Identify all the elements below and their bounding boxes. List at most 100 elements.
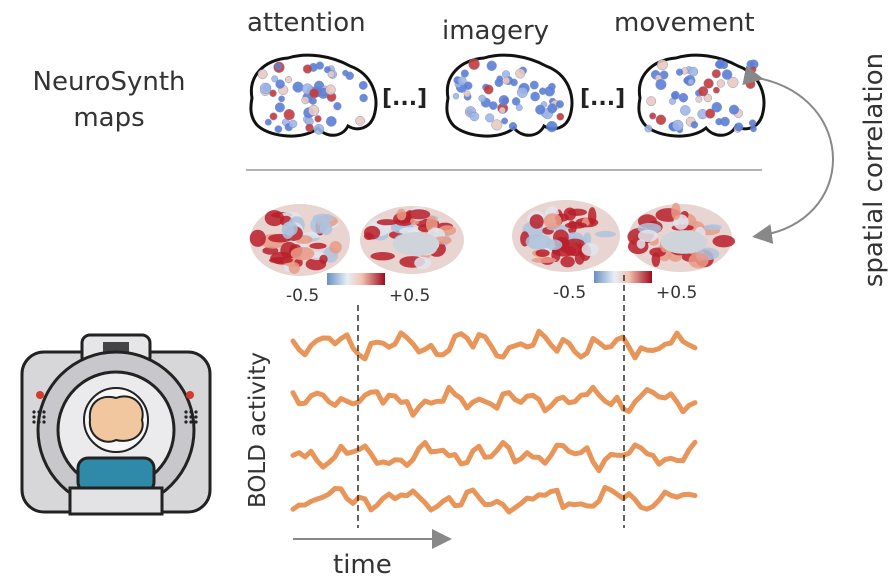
map-dot <box>646 96 657 107</box>
spatial-correlation-arrow <box>742 65 834 244</box>
scanner-grille-dot <box>32 415 36 419</box>
map-dot <box>302 64 313 74</box>
scanner-led-right <box>186 391 194 399</box>
surface-patch <box>545 239 563 250</box>
map-dot <box>671 92 679 100</box>
map-dot <box>463 81 473 90</box>
map-dot <box>510 78 518 87</box>
mri-scanner-illustration <box>20 333 212 516</box>
map-dot <box>469 111 480 122</box>
brain-outline-1 <box>249 53 378 138</box>
scanner-grille-dot <box>42 410 46 414</box>
surface-patch <box>329 241 342 254</box>
surface-patch <box>288 262 300 274</box>
scanner-grille-dot <box>184 410 188 414</box>
surface-patch <box>376 219 398 226</box>
surface-patch <box>370 252 395 261</box>
scanner-grille-dot <box>37 415 41 419</box>
bold-trace-4 <box>290 484 698 515</box>
neurosynth-label-line1: NeuroSynth <box>32 67 186 97</box>
scanner-grille-dot <box>32 410 36 414</box>
map-dot <box>278 95 285 103</box>
map-dot <box>687 78 695 86</box>
map-dot <box>463 90 471 98</box>
map-dot <box>345 71 354 81</box>
map-dot <box>515 104 523 112</box>
map-dot <box>274 125 283 133</box>
map-dot <box>305 123 314 133</box>
map-dot <box>556 112 565 121</box>
scanner-grille-dot <box>37 410 41 414</box>
scanner-grille-dot <box>42 415 46 419</box>
surface-patch <box>560 256 575 268</box>
map-dot <box>678 92 689 103</box>
spatial-correlation-label: spatial correlation <box>859 52 889 288</box>
map-dot <box>498 95 510 106</box>
colorbar-1 <box>327 273 385 285</box>
surface-patch <box>712 235 736 248</box>
map-dot <box>452 92 460 100</box>
scanner-grille-dot <box>194 420 198 424</box>
term-imagery: imagery <box>442 16 550 46</box>
brain-outline-2 <box>445 53 574 138</box>
map-dot <box>516 87 528 98</box>
cortical-surface-maps <box>249 200 736 276</box>
surface-patch <box>364 225 381 240</box>
map-dot <box>478 94 486 103</box>
surface-patch <box>651 252 661 267</box>
map-dot <box>680 105 691 116</box>
map-dot <box>535 104 546 115</box>
map-dot <box>749 66 757 73</box>
surface-patch <box>249 229 266 247</box>
bold-activity-label: BOLD activity <box>245 351 271 509</box>
scanner-bed <box>68 486 164 516</box>
surface-patch <box>414 256 432 269</box>
bold-traces <box>290 328 698 515</box>
map-dot <box>745 79 756 89</box>
surface-patch <box>290 247 315 261</box>
map-dot <box>259 82 272 95</box>
map-dot <box>715 59 726 70</box>
surface-patch <box>535 249 550 257</box>
neurosynth-label-line2: maps <box>73 103 145 133</box>
map-dot <box>672 119 684 132</box>
map-dot <box>705 108 716 119</box>
map-dot <box>530 91 540 102</box>
surface-patch <box>636 239 646 249</box>
scanner-grille-dot <box>189 410 193 414</box>
map-dot <box>333 102 342 111</box>
map-dot <box>314 115 322 123</box>
cortical-surface-3 <box>512 200 620 272</box>
map-dot <box>488 101 498 110</box>
map-dot <box>274 102 285 113</box>
surface-patch <box>688 252 709 269</box>
map-dot <box>491 119 503 131</box>
surface-patch <box>588 207 597 225</box>
surface-patch <box>638 229 658 242</box>
map-dot <box>655 78 667 91</box>
surface-patch <box>583 232 592 246</box>
neurosynth-label: NeuroSynth maps <box>20 64 198 136</box>
map-dot <box>498 106 506 114</box>
surface-patch <box>309 242 327 249</box>
map-dot <box>502 76 511 85</box>
surface-patch <box>531 257 557 264</box>
map-dot <box>292 81 304 93</box>
surface-patch <box>525 233 552 250</box>
neurosynth-maps <box>249 53 766 138</box>
surface-patch <box>262 246 279 255</box>
surface-patch <box>283 221 298 236</box>
map-dot <box>501 117 509 125</box>
brain-outline-3 <box>637 53 766 138</box>
term-attention: attention <box>247 8 366 38</box>
map-dot <box>508 122 518 131</box>
map-dot <box>690 121 699 129</box>
scanner-grille-dot <box>32 420 36 424</box>
map-dot <box>695 95 703 103</box>
ellipsis-1: [...] <box>382 86 428 111</box>
term-movement: movement <box>614 8 755 38</box>
scanner-grille-dot <box>37 420 41 424</box>
map-dot <box>529 80 539 90</box>
map-dot <box>284 76 293 84</box>
